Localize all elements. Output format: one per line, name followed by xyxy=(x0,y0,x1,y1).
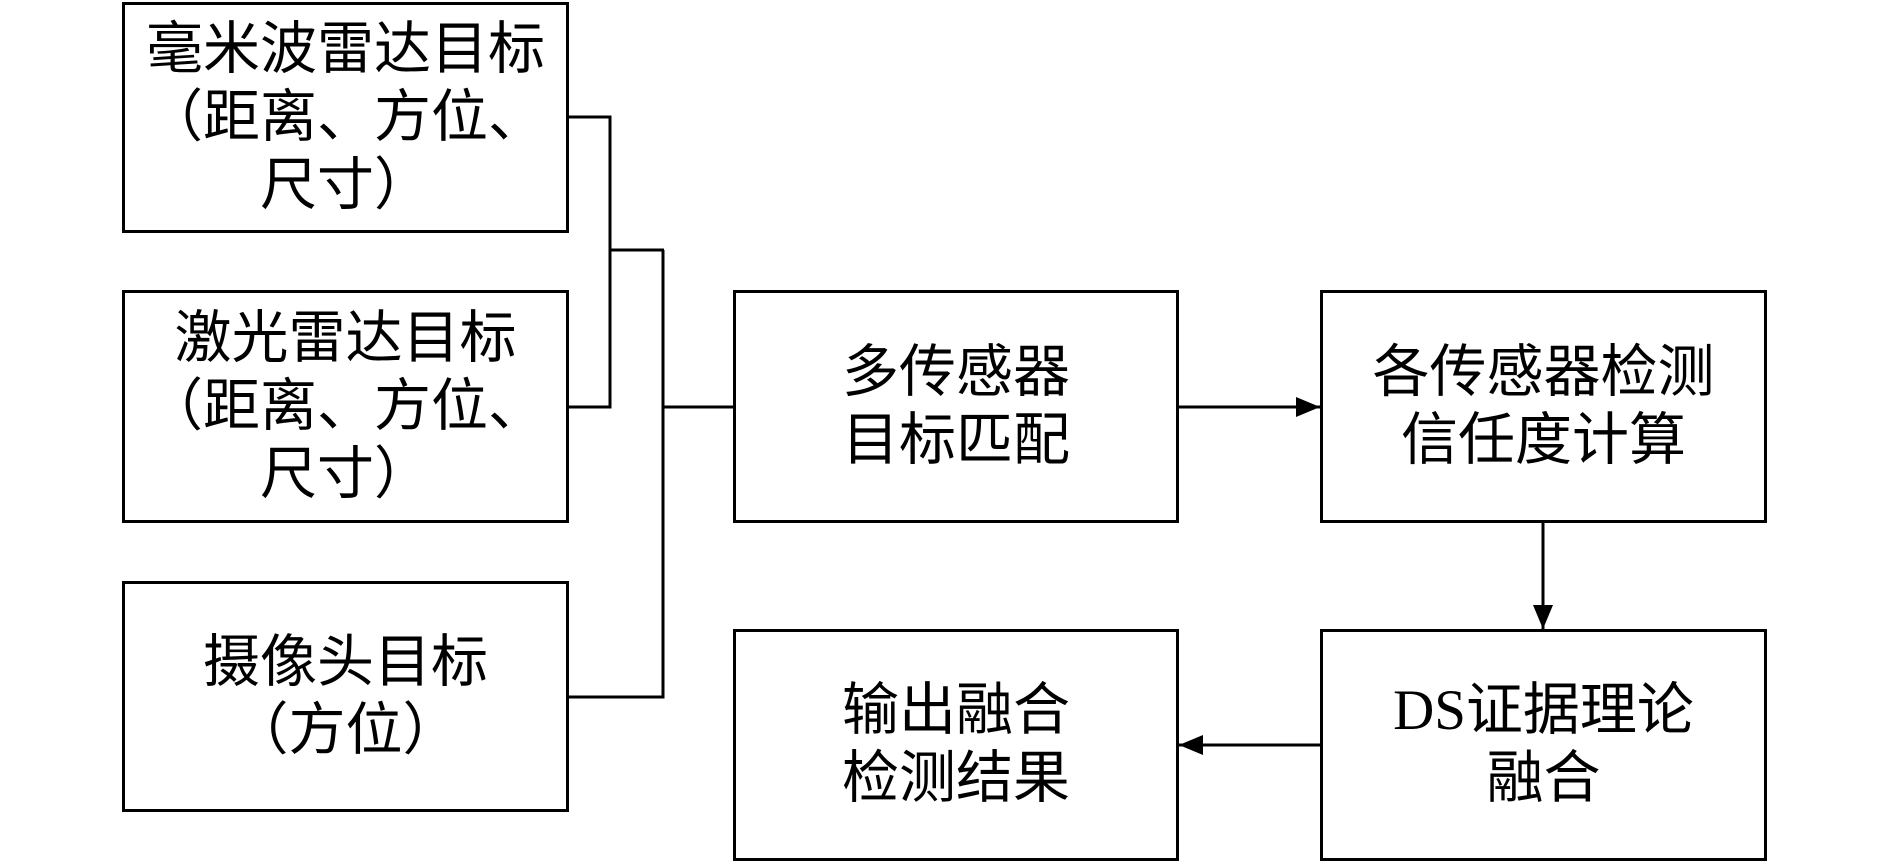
ds-evidence-fusion-box: DS证据理论 融合 xyxy=(1320,629,1767,861)
node-text-line: 摄像头目标 xyxy=(203,630,488,694)
node-text-line: 目标匹配 xyxy=(842,408,1070,472)
node-text-line: 信任度计算 xyxy=(1401,408,1686,472)
node-text-line: 输出融合 xyxy=(842,679,1070,742)
mmwave-radar-target-box: 毫米波雷达目标 （距离、方位、 尺寸） xyxy=(122,2,569,233)
lidar-target-box: 激光雷达目标 （距离、方位、 尺寸） xyxy=(122,290,569,523)
output-result-box: 输出融合 检测结果 xyxy=(733,629,1179,861)
node-text-line: （距离、方位、 xyxy=(146,85,545,149)
node-text-line: 尺寸） xyxy=(260,153,431,217)
connector-camera-trunk xyxy=(568,250,665,699)
node-text-line: DS证据理论 xyxy=(1393,679,1694,742)
confidence-calculation-box: 各传感器检测 信任度计算 xyxy=(1320,290,1767,523)
node-text-line: 检测结果 xyxy=(842,747,1070,810)
multi-sensor-matching-box: 多传感器 目标匹配 xyxy=(733,290,1179,523)
node-text-line: 多传感器 xyxy=(842,340,1070,404)
connector-radar-lidar-bracket xyxy=(568,115,612,409)
node-text-line: 尺寸） xyxy=(260,442,431,506)
node-text-line: 融合 xyxy=(1486,747,1601,810)
camera-target-box: 摄像头目标 （方位） xyxy=(122,581,569,812)
node-text-line: （方位） xyxy=(231,698,460,762)
node-text-line: 毫米波雷达目标 xyxy=(146,17,545,81)
node-text-line: 各传感器检测 xyxy=(1372,340,1715,404)
node-text-line: 激光雷达目标 xyxy=(174,306,517,370)
node-text-line: （距离、方位、 xyxy=(146,374,545,438)
